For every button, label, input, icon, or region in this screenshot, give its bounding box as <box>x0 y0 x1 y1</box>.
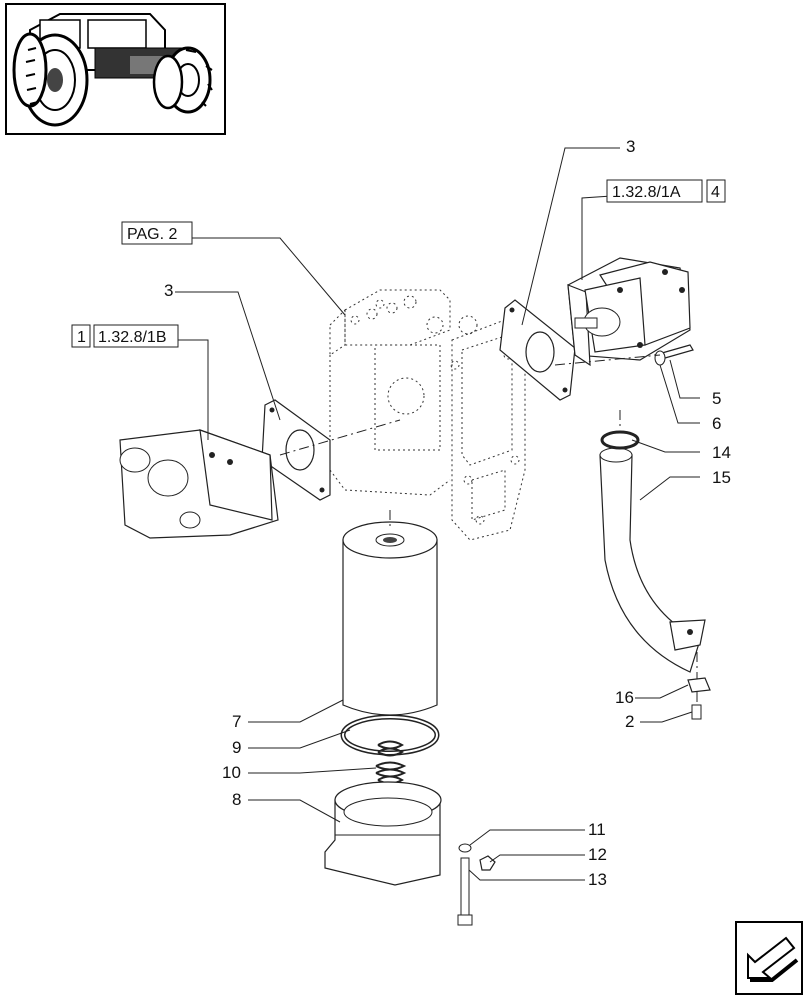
callout-left-ref-code[interactable]: 1.32.8/1B <box>98 329 167 346</box>
callout-right-ref-num: 4 <box>711 184 720 201</box>
filter-bowl <box>324 781 442 886</box>
callout-right-ref-code[interactable]: 1.32.8/1A <box>612 184 681 201</box>
label-12: 12 <box>588 845 607 864</box>
label-14: 14 <box>712 443 731 462</box>
gasket-left <box>261 399 331 501</box>
callout-left-ref-num: 1 <box>77 329 86 346</box>
hydraulic-pump-right <box>567 257 694 367</box>
next-page-arrow-icon[interactable] <box>735 921 803 995</box>
spring <box>375 740 407 785</box>
axis-line-left <box>279 419 401 456</box>
label-13: 13 <box>588 870 607 889</box>
callout-left-ref[interactable]: 1 1.32.8/1B <box>71 324 179 348</box>
hydraulic-pump-left <box>119 429 279 539</box>
label-2: 2 <box>625 712 634 731</box>
label-3-left: 3 <box>164 281 173 300</box>
label-9: 9 <box>232 738 241 757</box>
o-ring <box>340 714 440 756</box>
tractor-thumbnail-icon <box>5 3 226 135</box>
label-16: 16 <box>615 688 634 707</box>
label-8: 8 <box>232 790 241 809</box>
filter-cartridge <box>342 510 438 716</box>
label-15: 15 <box>712 468 731 487</box>
part-number-labels: 3 3 5 6 14 15 16 2 7 9 10 8 11 12 13 <box>164 137 731 889</box>
label-5: 5 <box>712 389 721 408</box>
callout-right-ref[interactable]: 1.32.8/1A 4 <box>606 179 726 203</box>
label-11: 11 <box>588 820 606 839</box>
label-3-top: 3 <box>626 137 635 156</box>
label-10: 10 <box>222 763 241 782</box>
transmission-housing <box>329 289 526 541</box>
clip-and-screw <box>687 677 711 720</box>
suction-pipe <box>599 430 706 673</box>
callout-pag2[interactable]: PAG. 2 <box>121 221 193 245</box>
axis-line-right <box>554 354 661 366</box>
bolt-washer-nut <box>457 843 496 926</box>
label-6: 6 <box>712 414 721 433</box>
callout-pag2-text[interactable]: PAG. 2 <box>127 226 177 243</box>
gasket-right <box>499 299 576 401</box>
label-7: 7 <box>232 712 241 731</box>
